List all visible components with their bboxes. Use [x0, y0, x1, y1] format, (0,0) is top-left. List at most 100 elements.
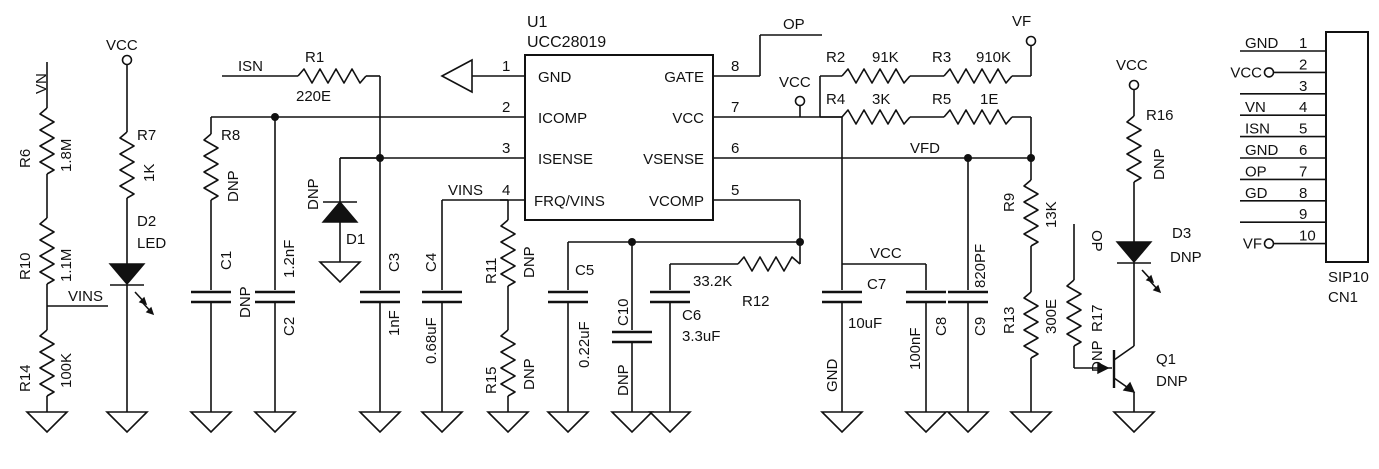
connector-pin-number: 10 [1299, 228, 1316, 245]
vf-terminal [1025, 35, 1037, 47]
resistor-r3 [943, 68, 1013, 84]
resistor-r11 [500, 219, 516, 287]
ic-u1: U1 UCC28019 1 2 3 4 8 7 6 5 GND ICOMP IS… [275, 14, 1031, 221]
c5-ref: C5 [575, 262, 594, 279]
net-label-gnd: GND [824, 359, 841, 393]
led-d2 [108, 263, 146, 286]
net-label-op: OP [783, 16, 805, 33]
connector-pin-number: 1 [1299, 35, 1307, 52]
connector-ref: SIP10 [1328, 269, 1369, 286]
pin-name: ISENSE [538, 151, 593, 168]
ground-symbol [1112, 411, 1156, 434]
r9-value: 13K [1043, 201, 1060, 228]
pin-number: 2 [502, 99, 510, 116]
ground-symbol [486, 411, 530, 434]
ground-symbol [610, 411, 654, 434]
r6-ref: R6 [17, 149, 34, 168]
r10-ref: R10 [17, 252, 34, 280]
r4-value: 3K [872, 91, 890, 108]
r16-ref: R16 [1146, 107, 1174, 124]
ground-symbol [318, 261, 362, 284]
connector-pin-number: 3 [1299, 78, 1307, 95]
connector-terminal [1263, 67, 1275, 78]
ground-symbol [420, 411, 464, 434]
resistor-r14 [39, 329, 55, 397]
pin-number: 8 [731, 58, 739, 75]
c9-value: 820PF [972, 244, 989, 288]
c3-ref: C3 [386, 253, 403, 272]
connector-pin-label: OP [1245, 163, 1267, 180]
q1-value: DNP [1156, 373, 1188, 390]
pin-name: VSENSE [643, 151, 704, 168]
resistor-r5 [943, 109, 1013, 125]
resistor-r2 [841, 68, 911, 84]
r17-extra: OP [1088, 230, 1105, 252]
net-label-vcc-pin7: VCC [779, 74, 811, 91]
led-d3 [1115, 241, 1153, 264]
c7-value: 10uF [848, 315, 882, 332]
net-label-vf: VF [1012, 13, 1031, 30]
c6-ref: C6 [682, 307, 701, 324]
pin-number: 3 [502, 140, 510, 157]
net-label-vcc-r16: VCC [1116, 57, 1148, 74]
c5-value: 0.22uF [576, 321, 593, 368]
ground-symbol [1009, 411, 1053, 434]
c10-ref: C10 [615, 298, 632, 326]
connector-pin-number: 2 [1299, 56, 1307, 73]
ground-symbol [358, 411, 402, 434]
ground-symbol [105, 411, 149, 434]
c3-value: 1nF [386, 310, 403, 336]
c2-ref: C2 [281, 317, 298, 336]
d2-value: LED [137, 235, 166, 252]
ground-symbol [648, 411, 692, 434]
c2-value: 1.2nF [281, 240, 298, 278]
r15-ref: R15 [483, 366, 500, 394]
connector-body [1325, 31, 1369, 263]
resistor-r8 [203, 133, 219, 201]
r11-ref: R11 [483, 258, 500, 284]
net-label-vins-left: VINS [68, 288, 103, 305]
pin-name: VCC [672, 110, 704, 127]
connector-pin-label: VCC [1230, 64, 1262, 81]
vcc-terminal [794, 95, 806, 107]
d1-value: DNP [305, 178, 322, 210]
c9-ref: C9 [972, 317, 989, 336]
ground-symbol [253, 411, 297, 434]
c4-ref: C4 [423, 253, 440, 272]
q1-ref: Q1 [1156, 351, 1176, 368]
pin-name: ICOMP [538, 110, 587, 127]
pin-number: 5 [731, 182, 739, 199]
r10-value: 1.1M [58, 249, 75, 282]
resistor-r4 [841, 109, 911, 125]
r7-ref: R7 [137, 127, 156, 144]
connector-pin-label: GND [1245, 142, 1279, 159]
connector-pin-number: 8 [1299, 185, 1307, 202]
pin-number: 7 [731, 99, 739, 116]
pin-name: VCOMP [649, 193, 704, 210]
d2-ref: D2 [137, 213, 156, 230]
r13-ref: R13 [1001, 306, 1018, 334]
d3-value: DNP [1170, 249, 1202, 266]
c6-value: 3.3uF [682, 328, 720, 345]
connector-pin-number: 9 [1299, 206, 1307, 223]
connector-pin-number: 5 [1299, 121, 1307, 138]
r8-value: DNP [225, 170, 242, 202]
vcc-terminal [1128, 79, 1140, 91]
ground-symbol [189, 411, 233, 434]
r16-value: DNP [1151, 148, 1168, 180]
r3-value: 910K [976, 49, 1011, 66]
resistor-r12 [737, 256, 801, 272]
r5-ref: R5 [932, 91, 951, 108]
ground-symbol [904, 411, 948, 434]
net-label-vcc-c8: VCC [870, 245, 902, 262]
r11-value: DNP [521, 246, 538, 278]
ground-symbol [820, 411, 864, 434]
diode-d1 [321, 200, 359, 223]
net-label-isn: ISN [238, 58, 263, 75]
r17-value: DNP [1089, 340, 1106, 372]
gnd-flag-pin1 [440, 58, 473, 94]
r12-value: 33.2K [693, 273, 732, 290]
c8-value: 100nF [907, 327, 924, 370]
resistor-r16 [1126, 115, 1142, 183]
